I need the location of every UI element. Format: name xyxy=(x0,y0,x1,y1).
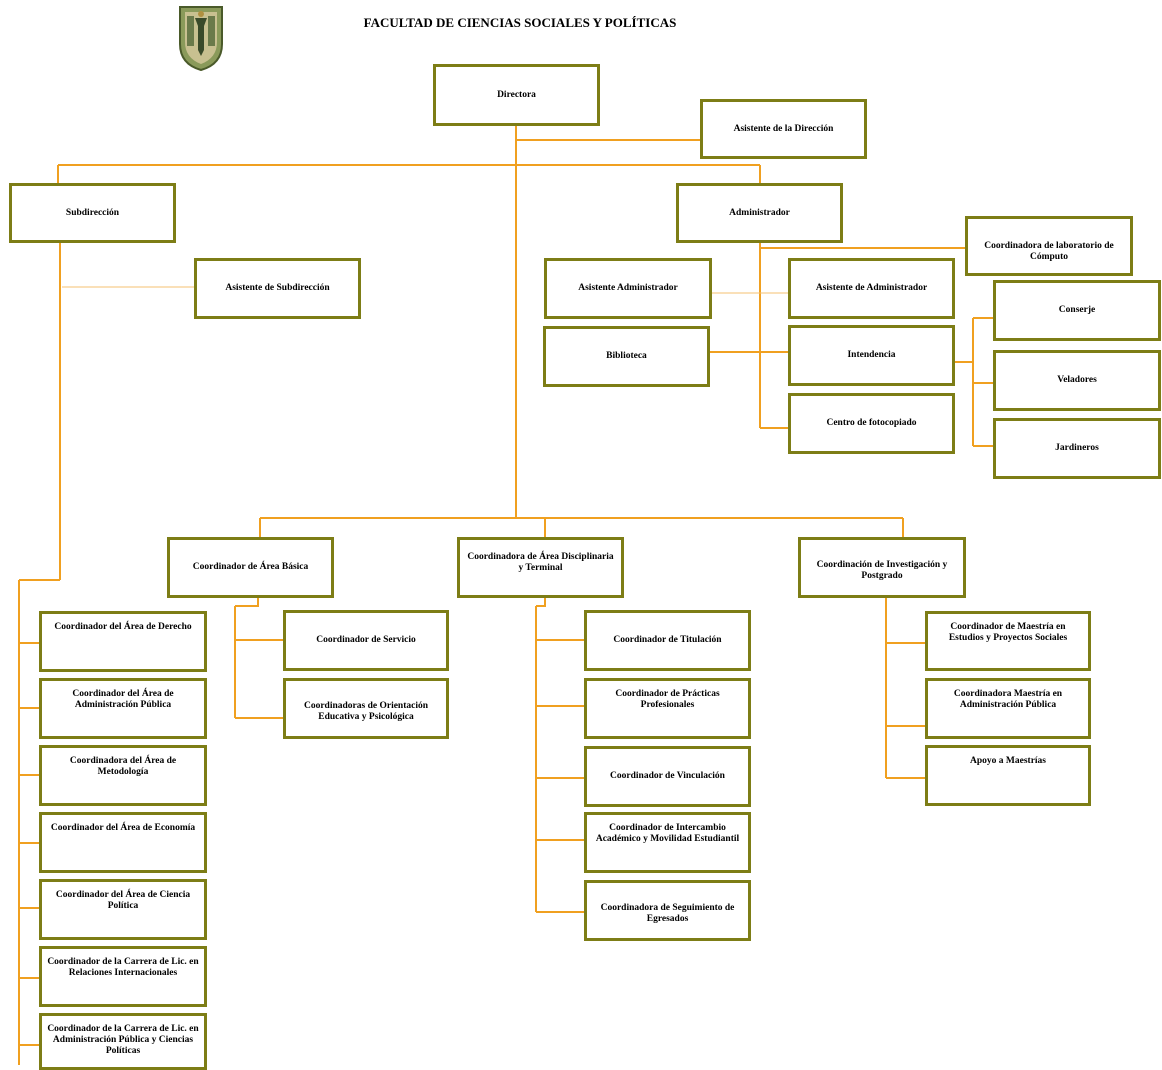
node-coord-orientacion[interactable]: Coordinadoras de Orientación Educativa y… xyxy=(283,678,449,739)
node-coord-seguimiento[interactable]: Coordinadora de Seguimiento de Egresados xyxy=(584,880,751,941)
node-coord-servicio[interactable]: Coordinador de Servicio xyxy=(283,610,449,671)
node-coord-economia[interactable]: Coordinador del Área de Economía xyxy=(39,812,207,873)
node-coord-lab-computo[interactable]: Coordinadora de laboratorio de Cómputo xyxy=(965,216,1133,276)
node-coord-metodologia[interactable]: Coordinadora del Área de Metodología xyxy=(39,745,207,806)
university-shield-logo xyxy=(179,6,223,72)
node-apoyo-maestrias[interactable]: Apoyo a Maestrías xyxy=(925,745,1091,806)
node-coord-admin-publica[interactable]: Coordinador del Área de Administración P… xyxy=(39,678,207,739)
node-coord-area-disciplinaria[interactable]: Coordinadora de Área Disciplinaria y Ter… xyxy=(457,537,624,598)
node-asistente-direccion[interactable]: Asistente de la Dirección xyxy=(700,99,867,159)
node-coord-maestria-estudios[interactable]: Coordinador de Maestría en Estudios y Pr… xyxy=(925,611,1091,671)
node-coord-ciencia-politica[interactable]: Coordinador del Área de Ciencia Política xyxy=(39,879,207,940)
page-title: FACULTAD DE CIENCIAS SOCIALES Y POLÍTICA… xyxy=(363,15,677,30)
node-asistente-de-administrador[interactable]: Asistente de Administrador xyxy=(788,258,955,319)
node-directora[interactable]: Directora xyxy=(433,64,600,126)
node-coord-intercambio[interactable]: Coordinador de Intercambio Académico y M… xyxy=(584,812,751,873)
node-coord-practicas[interactable]: Coordinador de Prácticas Profesionales xyxy=(584,678,751,739)
node-coord-derecho[interactable]: Coordinador del Área de Derecho xyxy=(39,611,207,672)
node-coord-area-basica[interactable]: Coordinador de Área Básica xyxy=(167,537,334,598)
node-intendencia[interactable]: Intendencia xyxy=(788,325,955,386)
node-asistente-administrador[interactable]: Asistente Administrador xyxy=(544,258,712,319)
node-conserje[interactable]: Conserje xyxy=(993,280,1161,341)
node-centro-fotocopiado[interactable]: Centro de fotocopiado xyxy=(788,393,955,454)
node-coord-admin-ciencias[interactable]: Coordinador de la Carrera de Lic. en Adm… xyxy=(39,1013,207,1070)
node-biblioteca[interactable]: Biblioteca xyxy=(543,326,710,387)
node-veladores[interactable]: Veladores xyxy=(993,350,1161,411)
node-coord-vinculacion[interactable]: Coordinador de Vinculación xyxy=(584,746,751,807)
node-coord-relaciones[interactable]: Coordinador de la Carrera de Lic. en Rel… xyxy=(39,946,207,1007)
node-coord-maestria-admin[interactable]: Coordinadora Maestría en Administración … xyxy=(925,678,1091,739)
node-jardineros[interactable]: Jardineros xyxy=(993,418,1161,479)
node-coord-investigacion[interactable]: Coordinación de Investigación y Postgrad… xyxy=(798,537,966,598)
node-coord-titulacion[interactable]: Coordinador de Titulación xyxy=(584,610,751,671)
node-asistente-subdireccion[interactable]: Asistente de Subdirección xyxy=(194,258,361,319)
node-administrador[interactable]: Administrador xyxy=(676,183,843,243)
node-subdireccion[interactable]: Subdirección xyxy=(9,183,176,243)
